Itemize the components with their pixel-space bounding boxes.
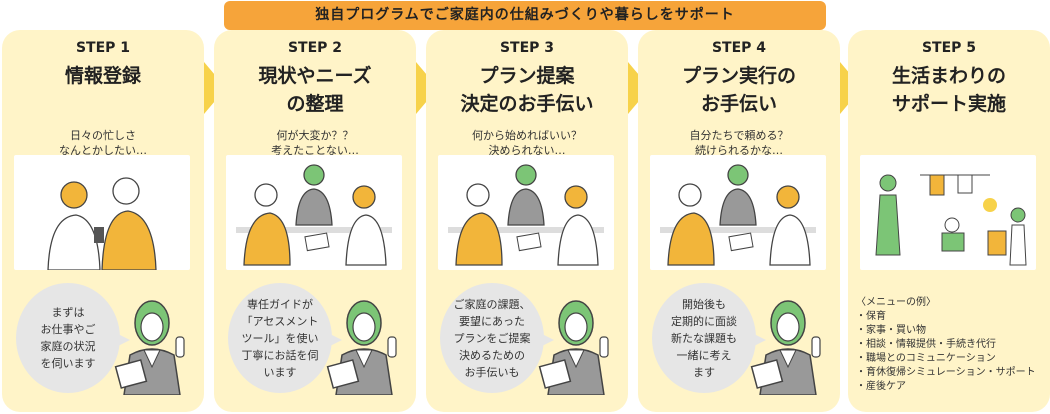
menu-item: ・職場とのコミュニケーション	[856, 353, 996, 364]
menu-item: ・家事・買い物	[856, 325, 926, 336]
worry-text: 何が大変か？？ 考えたことない…	[271, 129, 359, 157]
guide-illustration	[114, 300, 185, 395]
guide-illustration	[538, 300, 609, 395]
worry-text: 日々の忙しさ なんとかしたい…	[59, 129, 147, 157]
worry-text: 自分たちで頼める？ 続けられるかな…	[689, 129, 789, 157]
step-number: STEP 4	[711, 40, 767, 56]
guide-speech-bubble: 専任ガイドが 「アセスメント ツール」を使い 丁寧にお話を伺 います	[228, 283, 342, 393]
step-card-5: STEP 5 生活まわりの サポート実施 〈メニューの例〉 ・保育 ・家事・買い…	[848, 30, 1050, 412]
menu-item: ・産後ケア	[856, 381, 906, 392]
step-number: STEP 5	[921, 40, 977, 56]
step-card-1: STEP 1 情報登録 日々の忙しさ なんとかしたい… まずは お仕事やご 家庭…	[2, 30, 204, 412]
step-title: プラン提案 決定のお手伝い	[460, 65, 594, 115]
menu-examples: 〈メニューの例〉 ・保育 ・家事・買い物 ・相談・情報提供・手続き代行 ・職場と…	[856, 296, 1036, 394]
guide-speech-bubble: ご家庭の課題、 要望にあった プランをご提案 決めるための お手伝いも	[440, 283, 554, 393]
menu-item: ・保育	[856, 311, 886, 322]
step-card-3: STEP 3 プラン提案 決定のお手伝い 何から始めればいい？ 決められない… …	[426, 30, 628, 412]
support-illustration	[860, 155, 1036, 270]
worry-text: 何から始めればいい？ 決められない…	[472, 129, 582, 157]
menu-item: ・相談・情報提供・手続き代行	[856, 339, 996, 350]
program-banner: 独自プログラムでご家庭内の仕組みづくりや暮らしをサポート	[224, 1, 826, 30]
meeting-illustration	[226, 155, 402, 270]
step-number: STEP 3	[499, 40, 555, 56]
guide-speech-bubble: まずは お仕事やご 家庭の状況 を伺います	[16, 283, 130, 393]
step-title: 現状やニーズ の整理	[258, 65, 372, 115]
step-title: 生活まわりの サポート実施	[891, 65, 1006, 115]
couple-illustration	[14, 155, 190, 270]
menu-heading: 〈メニューの例〉	[856, 297, 936, 308]
guide-speech-bubble: 開始後も 定期的に面談 新たな課題も 一緒に考え ます	[652, 283, 766, 393]
step-card-4: STEP 4 プラン実行の お手伝い 自分たちで頼める？ 続けられるかな… 開始…	[638, 30, 840, 412]
meeting-illustration	[438, 155, 614, 270]
guide-illustration	[326, 300, 397, 395]
menu-item: ・育休復帰シミュレーション・サポート	[856, 367, 1036, 378]
step-title: プラン実行の お手伝い	[681, 65, 796, 115]
guide-illustration	[750, 300, 821, 395]
step-title: 情報登録	[64, 65, 141, 87]
meeting-illustration	[650, 155, 826, 270]
step-number: STEP 2	[287, 40, 343, 56]
step-number: STEP 1	[75, 40, 131, 56]
step-card-2: STEP 2 現状やニーズ の整理 何が大変か？？ 考えたことない… 専任ガイド…	[214, 30, 416, 412]
